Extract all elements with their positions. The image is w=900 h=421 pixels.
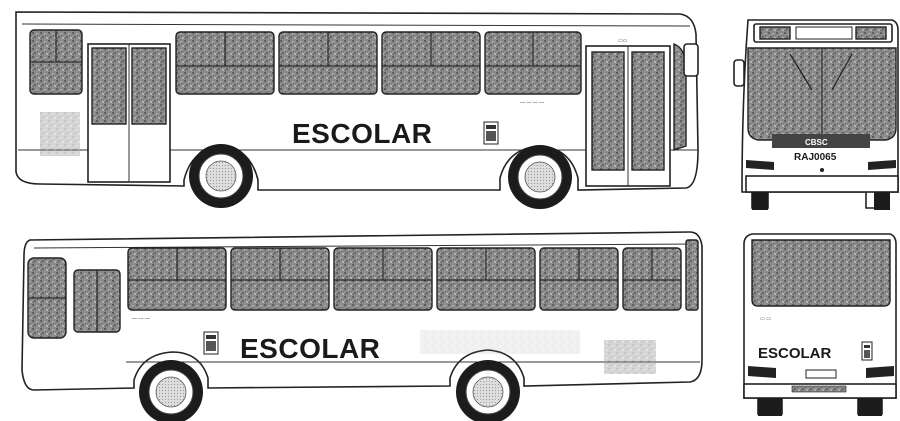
front-wheel [508,145,572,209]
bus-side-view-opposite: — — — ESCOLAR [21,231,703,421]
escolar-label-rear: ESCOLAR [758,345,832,362]
rear-wheel-right [456,360,520,421]
license-plate: RAJ0065 [794,152,837,163]
front-wheel-right [139,360,203,421]
coat-of-arms-icon [203,331,219,355]
bus-rear-view: ▭ ▭ ESCOLAR [743,233,897,416]
svg-text:— — — —: — — — — [520,100,544,106]
escolar-label-right: ESCOLAR [240,333,380,364]
front-destination: CBSC [805,138,828,147]
escolar-label: ESCOLAR [292,118,432,149]
coat-of-arms-icon [861,341,873,361]
coat-of-arms-icon [483,121,499,145]
bus-front-view: CBSC RAJ0065 [733,19,899,210]
rear-wheel [189,144,253,208]
svg-text:▭ ▭: ▭ ▭ [760,316,771,322]
svg-text:▭▭: ▭▭ [618,38,628,44]
bus-side-view-door-side: — — — — ▭▭ ESCOLAR [15,11,699,209]
svg-text:— — —: — — — [132,316,150,322]
